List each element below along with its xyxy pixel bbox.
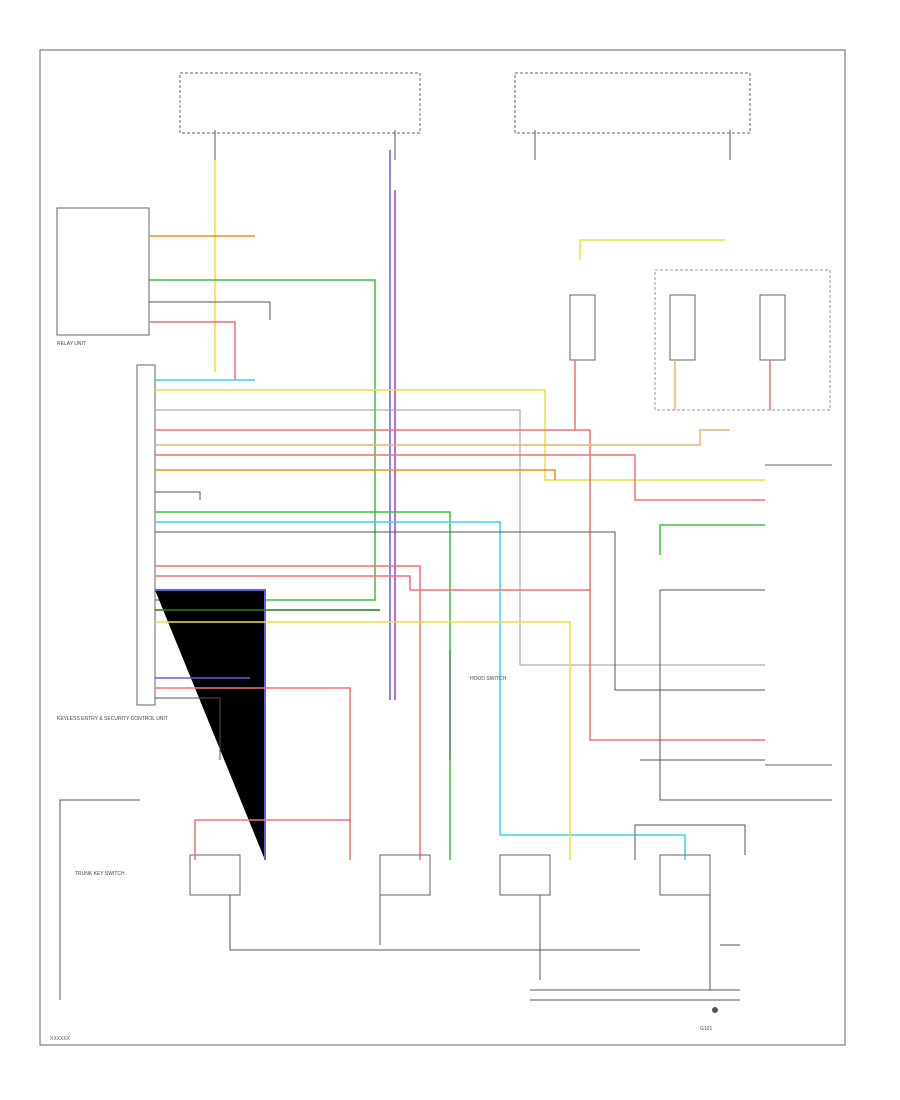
- wire-cu-red-long: [155, 454, 765, 501]
- wire-cu-yellow-lower: [155, 621, 571, 860]
- relay-unit: RELAY UNIT: [56, 207, 150, 347]
- wire-cu-black-short: [155, 491, 201, 500]
- control-unit-connector: KEYLESS ENTRY & SECURITY CONTROL UNIT: [57, 364, 168, 722]
- fuse-box-right: [514, 72, 751, 160]
- trunk-switch-label: TRUNK KEY SWITCH: [75, 871, 125, 877]
- wire-right-green: [659, 524, 765, 555]
- wire-cu-orange-2: [155, 469, 556, 480]
- wire-cu-cyan-lower: [155, 521, 686, 860]
- ground-label: G101: [700, 1026, 712, 1032]
- wire-pink-relay: [149, 321, 236, 380]
- control-unit-label: KEYLESS ENTRY & SECURITY CONTROL UNIT: [57, 716, 168, 722]
- wire-right-yellow: [579, 239, 725, 260]
- wire-cu-pink-lower: [155, 575, 590, 591]
- wire-cu-pink-2: [155, 687, 351, 860]
- ground-point: G101: [530, 989, 740, 1032]
- wire-cu-black-2: [155, 697, 221, 760]
- relay-right-2: [669, 294, 696, 361]
- wire-green-relay: [149, 279, 376, 601]
- dashed-right-box: [654, 269, 831, 411]
- relay-unit-label: RELAY UNIT: [57, 341, 86, 347]
- relay-right-1: [569, 294, 596, 361]
- diagram-border: [39, 49, 846, 1046]
- footer-code: XXXXXX: [50, 1036, 71, 1042]
- fuse-box-left: [179, 72, 421, 160]
- connector-black-right: [659, 589, 832, 801]
- wire-cu-blue-lower: [155, 589, 266, 860]
- bottom-switches: [189, 819, 746, 990]
- wire-cu-red-lower: [155, 565, 421, 860]
- relay-right-3: [759, 294, 786, 361]
- wire-cu-black-lower: [155, 531, 765, 691]
- wire-black-relay: [149, 301, 271, 320]
- wire-cu-yellow-long: [155, 389, 765, 481]
- trunk-key-switch: TRUNK KEY SWITCH: [59, 799, 140, 1000]
- hood-switch: HOOD SWITCH: [449, 650, 506, 760]
- wire-cu-gray: [155, 409, 765, 666]
- wire-cu-orange-long: [155, 429, 730, 446]
- wire-cu-pink-long: [155, 429, 765, 741]
- hood-switch-label: HOOD SWITCH: [470, 676, 506, 682]
